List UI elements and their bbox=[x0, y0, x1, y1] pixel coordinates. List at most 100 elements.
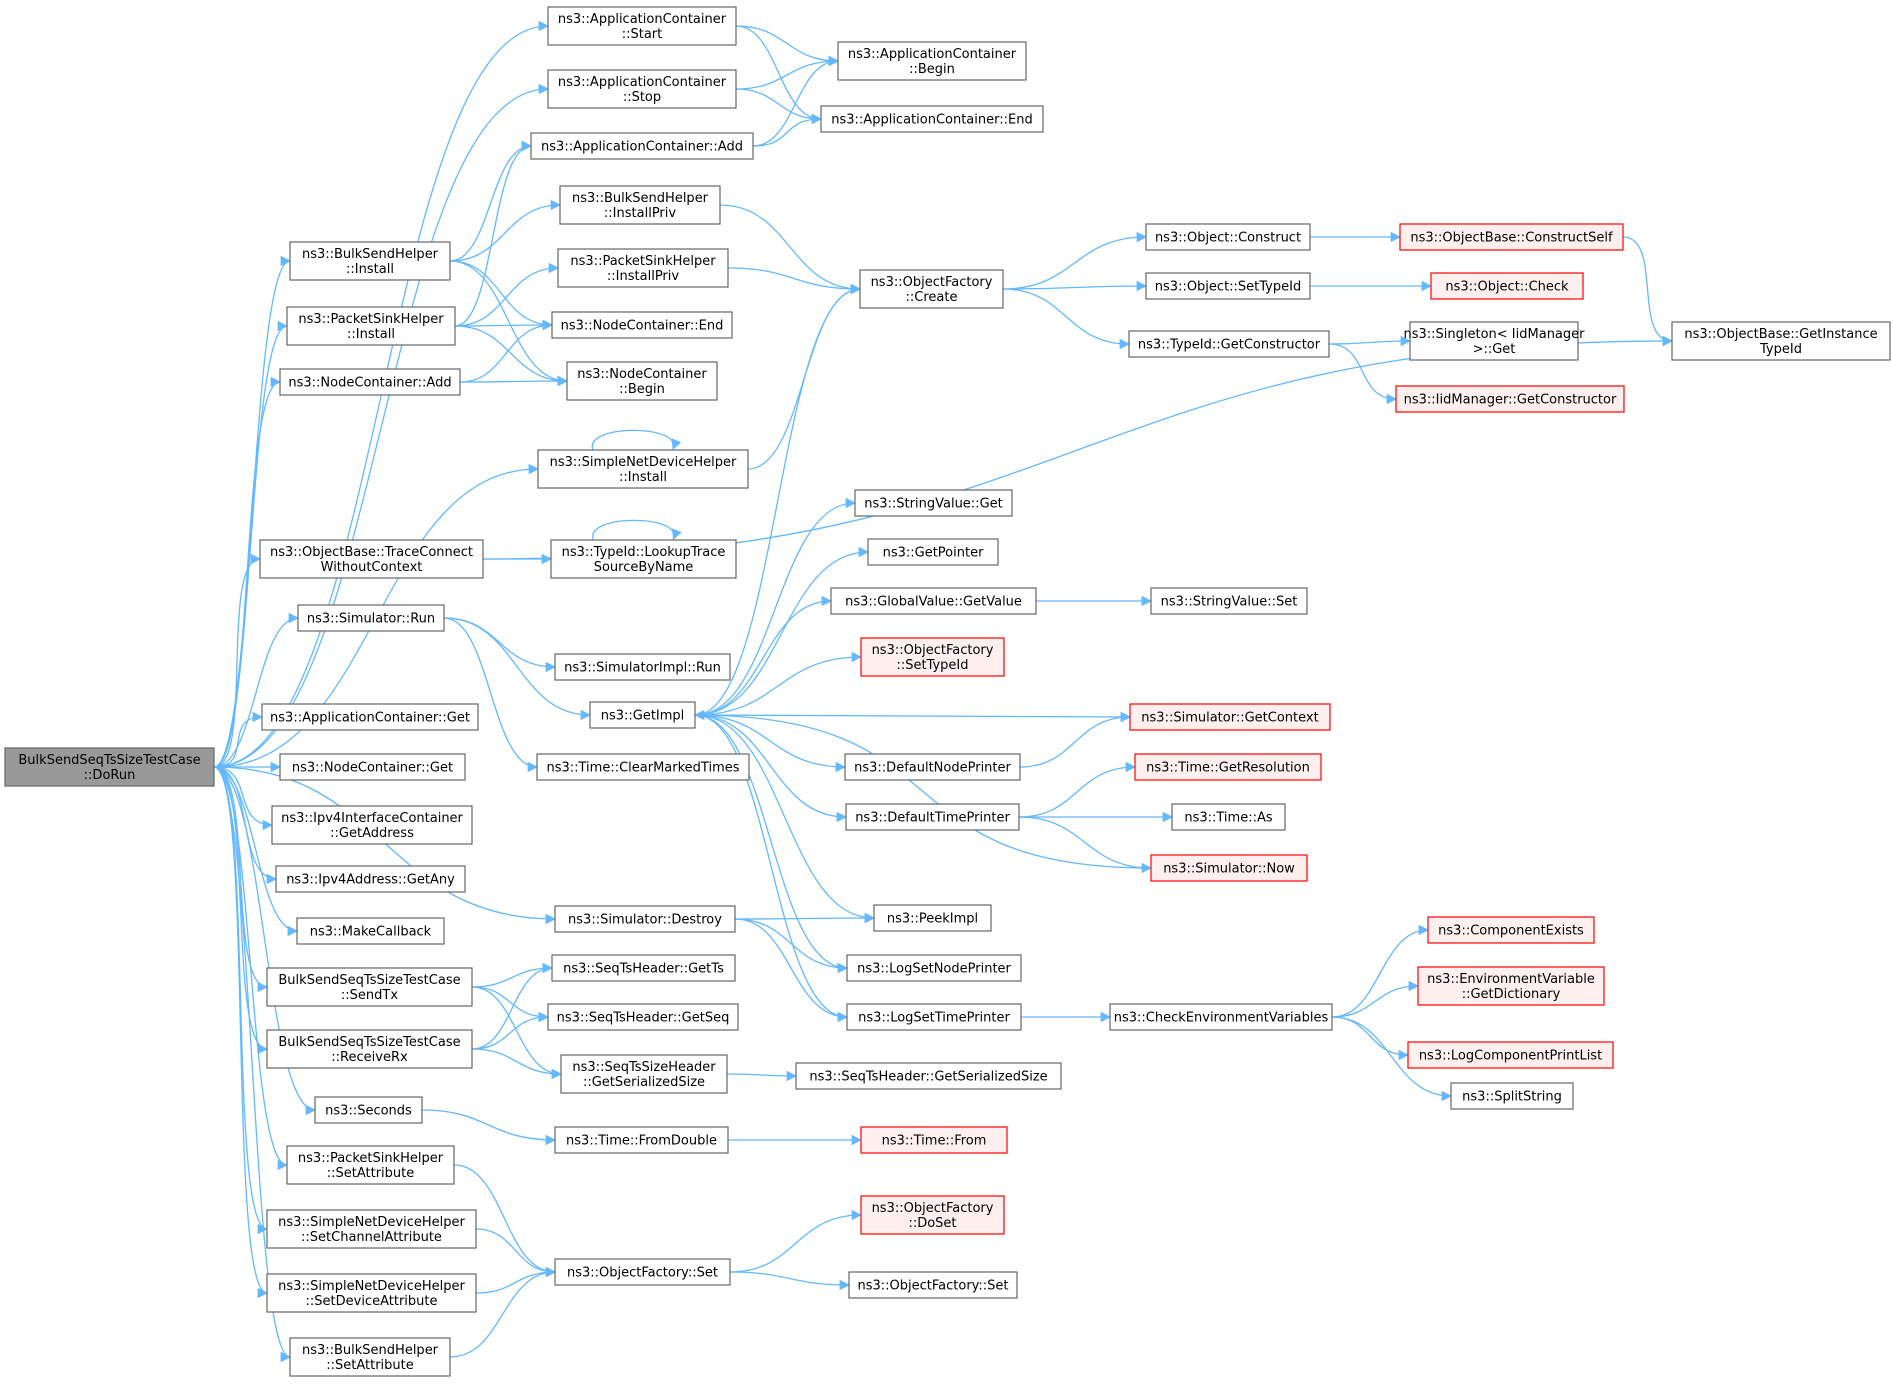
node-root[interactable]: BulkSendSeqTsSizeTestCase::DoRun bbox=[4, 747, 215, 787]
node-label: ns3::ObjectBase::TraceConnect bbox=[270, 545, 473, 560]
node-time-clearmarked[interactable]: ns3::Time::ClearMarkedTimes bbox=[536, 753, 750, 781]
node-ob-constructself[interactable]: ns3::ObjectBase::ConstructSelf bbox=[1399, 223, 1624, 251]
node-obj-construct[interactable]: ns3::Object::Construct bbox=[1145, 223, 1311, 251]
node-ac-start[interactable]: ns3::ApplicationContainer::Start bbox=[547, 6, 737, 46]
node-label: ::InstallPriv bbox=[607, 269, 679, 284]
edge-ac-stop-to-ac-begin bbox=[735, 55, 840, 90]
node-bsh-installpriv[interactable]: ns3::BulkSendHelper::InstallPriv bbox=[559, 185, 721, 225]
node-sndh-setchannelattr[interactable]: ns3::SimpleNetDeviceHelper::SetChannelAt… bbox=[266, 1209, 477, 1249]
node-label: ns3::Object::Check bbox=[1445, 280, 1569, 295]
node-checkenv[interactable]: ns3::CheckEnvironmentVariables bbox=[1109, 1003, 1333, 1031]
node-time-getresolution[interactable]: ns3::Time::GetResolution bbox=[1134, 753, 1322, 781]
node-sim-getcontext[interactable]: ns3::Simulator::GetContext bbox=[1129, 703, 1331, 731]
edge-root-to-sndh-setchannelattr bbox=[213, 766, 269, 1235]
node-logsettimeprinter[interactable]: ns3::LogSetTimePrinter bbox=[846, 1003, 1022, 1031]
edge-of-set-a-to-of-doset bbox=[729, 1209, 863, 1273]
node-nc-add[interactable]: ns3::NodeContainer::Add bbox=[279, 368, 461, 396]
node-bsh-install[interactable]: ns3::BulkSendHelper::Install bbox=[289, 241, 451, 281]
node-psh-installpriv[interactable]: ns3::PacketSinkHelper::InstallPriv bbox=[557, 248, 729, 288]
node-getimpl[interactable]: ns3::GetImpl bbox=[589, 701, 696, 729]
node-sv-get[interactable]: ns3::StringValue::Get bbox=[854, 489, 1013, 517]
node-iid-getconstructor[interactable]: ns3::IidManager::GetConstructor bbox=[1395, 385, 1625, 413]
node-of-settypeid[interactable]: ns3::ObjectFactory::SetTypeId bbox=[860, 637, 1005, 677]
node-logsetnodeprinter[interactable]: ns3::LogSetNodePrinter bbox=[846, 954, 1022, 982]
node-label: ns3::Object::SetTypeId bbox=[1155, 280, 1301, 295]
node-bss-sendtx[interactable]: BulkSendSeqTsSizeTestCase::SendTx bbox=[266, 967, 473, 1007]
node-time-from[interactable]: ns3::Time::From bbox=[860, 1126, 1008, 1154]
node-sndh-setdeviceattr[interactable]: ns3::SimpleNetDeviceHelper::SetDeviceAtt… bbox=[266, 1273, 477, 1313]
node-psh-install[interactable]: ns3::PacketSinkHelper::Install bbox=[286, 306, 456, 346]
node-seqtssize-getserialized[interactable]: ns3::SeqTsSizeHeader::GetSerializedSize bbox=[560, 1054, 728, 1094]
node-seqts-getseq[interactable]: ns3::SeqTsHeader::GetSeq bbox=[547, 1003, 739, 1031]
node-psh-setattribute[interactable]: ns3::PacketSinkHelper::SetAttribute bbox=[286, 1145, 455, 1185]
node-label: SourceByName bbox=[594, 560, 694, 575]
node-label: ns3::Simulator::Run bbox=[307, 612, 435, 627]
node-label: ::Install bbox=[347, 327, 395, 342]
node-nc-get[interactable]: ns3::NodeContainer::Get bbox=[279, 753, 466, 781]
node-time-fromdouble[interactable]: ns3::Time::FromDouble bbox=[554, 1126, 729, 1154]
node-seqts-getts[interactable]: ns3::SeqTsHeader::GetTs bbox=[551, 954, 736, 982]
node-label: ns3::ObjectFactory::Set bbox=[567, 1266, 718, 1281]
node-label: ns3::Ipv4Address::GetAny bbox=[286, 873, 455, 888]
edge-getimpl-to-defaultnodeprinter bbox=[694, 714, 847, 773]
node-ipv4addr-getany[interactable]: ns3::Ipv4Address::GetAny bbox=[275, 865, 466, 893]
node-componentexists[interactable]: ns3::ComponentExists bbox=[1427, 916, 1595, 944]
node-of-set-b[interactable]: ns3::ObjectFactory::Set bbox=[848, 1271, 1018, 1299]
node-splitstring[interactable]: ns3::SplitString bbox=[1450, 1082, 1574, 1110]
node-tid-getconstructor[interactable]: ns3::TypeId::GetConstructor bbox=[1128, 330, 1330, 358]
node-ac-stop[interactable]: ns3::ApplicationContainer::Stop bbox=[547, 69, 737, 109]
node-ac-get[interactable]: ns3::ApplicationContainer::Get bbox=[261, 703, 479, 731]
node-singleton-get[interactable]: ns3::Singleton< IidManager>::Get bbox=[1403, 321, 1585, 361]
node-box bbox=[1430, 272, 1584, 300]
node-box bbox=[271, 805, 473, 845]
edge-tid-lookuptrace-to-tid-lookuptrace bbox=[592, 519, 682, 541]
node-label: ns3::LogComponentPrintList bbox=[1419, 1049, 1602, 1064]
node-seqts-getserialized[interactable]: ns3::SeqTsHeader::GetSerializedSize bbox=[795, 1062, 1062, 1090]
node-of-set-a[interactable]: ns3::ObjectFactory::Set bbox=[554, 1258, 731, 1286]
node-envvar-getdict[interactable]: ns3::EnvironmentVariable::GetDictionary bbox=[1417, 966, 1605, 1006]
node-sim-run[interactable]: ns3::Simulator::Run bbox=[297, 604, 445, 632]
node-seconds[interactable]: ns3::Seconds bbox=[314, 1096, 423, 1124]
edge-nc-add-to-nc-end bbox=[459, 319, 554, 383]
node-obj-check[interactable]: ns3::Object::Check bbox=[1430, 272, 1584, 300]
node-gv-getvalue[interactable]: ns3::GlobalValue::GetValue bbox=[830, 587, 1037, 615]
node-label: ns3::ApplicationContainer::Add bbox=[541, 140, 743, 155]
node-sndh-install[interactable]: ns3::SimpleNetDeviceHelper::Install bbox=[537, 449, 749, 489]
node-sim-now[interactable]: ns3::Simulator::Now bbox=[1150, 854, 1308, 882]
node-ipv4ic-getaddress[interactable]: ns3::Ipv4InterfaceContainer::GetAddress bbox=[271, 805, 473, 845]
node-defaultnodeprinter[interactable]: ns3::DefaultNodePrinter bbox=[844, 753, 1021, 781]
node-layer: BulkSendSeqTsSizeTestCase::DoRun ns3::App… bbox=[4, 6, 1891, 1377]
node-label: BulkSendSeqTsSizeTestCase bbox=[278, 973, 460, 988]
node-defaulttimeprinter[interactable]: ns3::DefaultTimePrinter bbox=[845, 803, 1020, 831]
node-of-doset[interactable]: ns3::ObjectFactory::DoSet bbox=[860, 1195, 1005, 1235]
node-logcomponentprintlist[interactable]: ns3::LogComponentPrintList bbox=[1407, 1041, 1614, 1069]
node-makecallback[interactable]: ns3::MakeCallback bbox=[296, 917, 445, 945]
node-bss-receiverx[interactable]: BulkSendSeqTsSizeTestCase::ReceiveRx bbox=[266, 1029, 473, 1069]
node-label: ::SetDeviceAttribute bbox=[306, 1294, 438, 1309]
edge-bss-sendtx-to-seqts-getseq bbox=[471, 986, 550, 1023]
node-label: ns3::Simulator::Destroy bbox=[568, 913, 722, 928]
node-sim-destroy[interactable]: ns3::Simulator::Destroy bbox=[554, 905, 736, 933]
node-sv-set[interactable]: ns3::StringValue::Set bbox=[1150, 587, 1308, 615]
node-of-create[interactable]: ns3::ObjectFactory::Create bbox=[859, 269, 1004, 309]
node-time-as[interactable]: ns3::Time::As bbox=[1171, 803, 1286, 831]
node-ob-traceconnect[interactable]: ns3::ObjectBase::TraceConnectWithoutCont… bbox=[259, 539, 484, 579]
node-getpointer[interactable]: ns3::GetPointer bbox=[867, 538, 999, 566]
node-ac-begin[interactable]: ns3::ApplicationContainer::Begin bbox=[837, 41, 1027, 81]
edge-root-to-sim-run bbox=[213, 612, 300, 768]
node-bsh-setattribute[interactable]: ns3::BulkSendHelper::SetAttribute bbox=[289, 1337, 451, 1377]
node-obj-settypeid[interactable]: ns3::Object::SetTypeId bbox=[1145, 272, 1311, 300]
node-ac-end[interactable]: ns3::ApplicationContainer::End bbox=[820, 105, 1044, 133]
node-nc-begin[interactable]: ns3::NodeContainer::Begin bbox=[566, 361, 718, 401]
edge-getimpl-to-logsetnodeprinter bbox=[694, 714, 849, 974]
edge-ac-start-to-ac-end bbox=[735, 25, 823, 125]
node-peekimpl[interactable]: ns3::PeekImpl bbox=[873, 904, 992, 932]
node-box bbox=[795, 1062, 1062, 1090]
node-label: ns3::SimpleNetDeviceHelper bbox=[278, 1279, 465, 1294]
node-ac-add[interactable]: ns3::ApplicationContainer::Add bbox=[530, 132, 754, 160]
node-simimpl-run[interactable]: ns3::SimulatorImpl::Run bbox=[554, 653, 731, 681]
node-nc-end[interactable]: ns3::NodeContainer::End bbox=[551, 311, 733, 339]
edge-sndh-setchannelattr-to-of-set-a bbox=[475, 1228, 557, 1278]
